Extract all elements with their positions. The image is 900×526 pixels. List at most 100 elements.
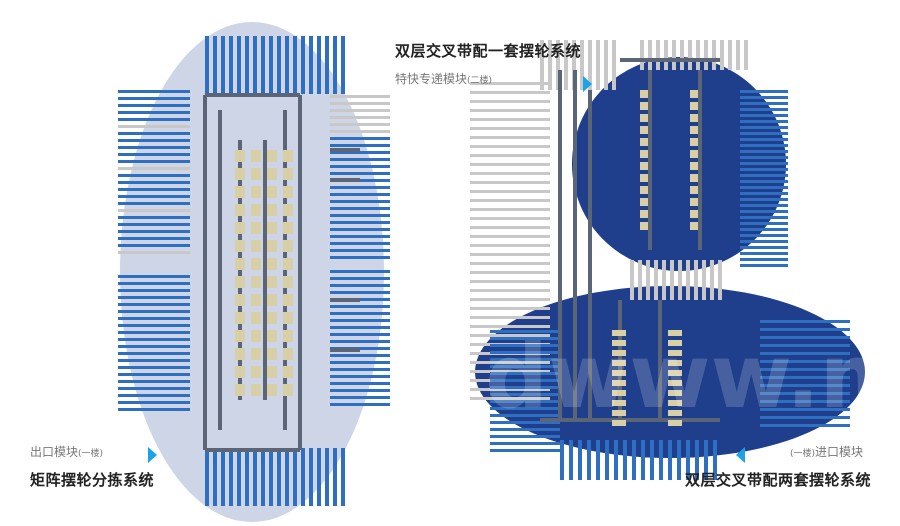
horizontal-chute [330,382,390,385]
vertical-chute [269,36,273,94]
swivel-wheel-unit [267,258,277,270]
horizontal-chute [330,130,390,133]
swivel-wheel-unit [251,384,261,396]
left-pointer-icon [148,444,157,463]
swivel-wheel-unit [235,384,245,396]
vertical-chute [253,448,257,506]
swivel-wheel-unit [668,410,682,416]
horizontal-chute [118,223,190,226]
vertical-chute [205,448,209,506]
horizontal-chute [330,270,390,273]
swivel-wheel-unit [251,204,261,216]
horizontal-chute [330,319,390,322]
grey-vertical-chute [720,40,724,70]
horizontal-chute [118,275,190,278]
swivel-wheel-unit [612,390,626,396]
swivel-wheel-unit [612,350,626,356]
horizontal-chute [118,146,190,149]
horizontal-chute [118,202,190,205]
swivel-wheel-unit [668,400,682,406]
bottom-vertical-chute [659,440,663,480]
vertical-chute [341,448,345,506]
grey-chute [470,388,550,391]
horizontal-chute [118,153,190,156]
grey-vertical-chute [664,40,668,70]
swivel-wheel-unit [235,294,245,306]
vertical-chute [261,36,265,94]
left-module-name: 出口模块 [30,445,79,459]
grey-chute [470,253,550,256]
swivel-wheel-unit [668,360,682,366]
bottom-vertical-chute [560,440,564,480]
grey-chute [470,145,550,148]
grey-vertical-chute [718,260,722,300]
horizontal-chute [118,317,190,320]
bottom-blue-chute [490,386,560,389]
left-module-subtitle: 出口模块(一楼) [30,443,103,460]
bottom-blue-chute [760,424,850,427]
top-pointer-icon [583,73,592,92]
grey-vertical-chute [680,40,684,70]
right-blue-chutes [490,90,850,480]
right-blue-chute [740,204,788,207]
swivel-wheel-unit [267,312,277,324]
right-blue-chute [740,168,788,171]
left-chutes [118,36,390,506]
swivel-wheel-unit [267,276,277,288]
swivel-wheel-unit [251,366,261,378]
swivel-wheel-unit [640,126,648,134]
swivel-wheel-unit [668,420,682,426]
vertical-chute [317,36,321,94]
bottom-blue-chute [490,358,560,361]
swivel-wheel-unit [668,390,682,396]
vertical-chute [317,448,321,506]
right-blue-chute [740,198,788,201]
swivel-wheel-unit [251,222,261,234]
horizontal-chute [118,373,190,376]
horizontal-chute [330,361,390,364]
horizontal-chute [118,139,190,142]
bottom-vertical-chute [677,440,681,480]
grey-chute [470,226,550,229]
horizontal-chute [330,396,390,399]
grey-vertical-chute [712,40,716,70]
swivel-wheel-unit [690,162,698,170]
grey-chute [470,154,550,157]
swivel-wheel-unit [690,150,698,158]
grey-chute [470,397,550,400]
swivel-wheel-unit [267,348,277,360]
grey-vertical-chute [540,40,544,90]
horizontal-chute [330,340,390,343]
horizontal-chute [118,174,190,177]
horizontal-chute [330,123,390,126]
horizontal-chute [330,144,390,147]
swivel-wheel-unit [668,330,682,336]
swivel-wheel-unit [690,114,698,122]
horizontal-chute [330,235,390,238]
horizontal-chute [330,284,390,287]
right-blue-chute [740,240,788,243]
grey-chute [470,262,550,265]
bottom-blue-chute [760,360,850,363]
bottom-blue-chute [490,393,560,396]
grey-chute [470,244,550,247]
swivel-wheel-unit [612,360,626,366]
bottom-blue-chute [490,442,560,445]
vertical-chute [341,36,345,94]
swivel-wheel-unit [251,312,261,324]
swivel-wheel-unit [235,150,245,162]
horizontal-chute [118,97,190,100]
swivel-wheel-unit [640,162,648,170]
swivel-wheel-unit [612,330,626,336]
horizontal-chute [118,296,190,299]
swivel-wheel-unit [640,174,648,182]
grey-vertical-chute [728,40,732,70]
bottom-vertical-chute [614,440,618,480]
swivel-wheel-unit [640,222,648,230]
grey-chute [470,334,550,337]
swivel-wheel-unit [612,380,626,386]
bottom-blue-chute [490,435,560,438]
bottom-blue-chute [490,330,560,333]
vertical-chute [333,448,337,506]
right-blue-chute [740,186,788,189]
